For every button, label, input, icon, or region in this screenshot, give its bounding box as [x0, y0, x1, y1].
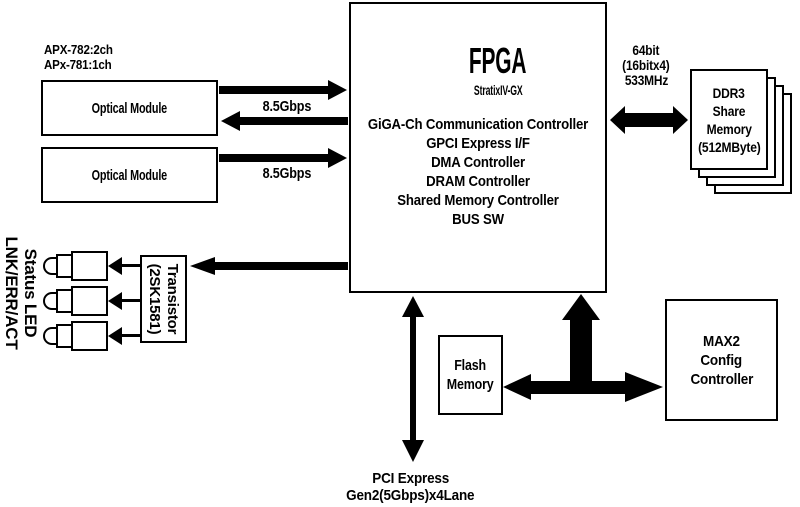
om1-tx-arrowhead-icon	[328, 80, 347, 100]
fpga-feature-line: GiGA-Ch Communication Controller	[367, 116, 589, 133]
fpga-feature-line: Shared Memory Controller	[397, 192, 559, 209]
ddr3-bus-arrow	[625, 113, 673, 127]
optical-module-1-box: Optical Module	[41, 80, 218, 136]
led1-body	[71, 251, 108, 281]
fpga-box: FPGA StratixIV-GX GiGA-Ch Communication …	[349, 2, 607, 293]
optical-module-2-label: Optical Module	[91, 166, 168, 184]
om1-rx-arrow	[240, 117, 348, 125]
config-bus-arrowhead-max2-icon	[625, 372, 663, 402]
fpga-feature-line: BUS SW	[452, 211, 504, 228]
optical-module-2-box: Optical Module	[41, 147, 218, 203]
pcie-arrowhead-up-icon	[402, 296, 424, 317]
flash-memory-box: Flash Memory	[438, 335, 503, 415]
transistor-box	[140, 255, 187, 343]
fpga-subtitle: StratixIV-GX	[473, 82, 523, 98]
led3-arrowhead-icon	[108, 327, 122, 345]
ddr3-bus-label: 64bit (16bitx4) 533MHz	[622, 42, 670, 88]
pcie-arrow	[410, 317, 416, 440]
ddr3-bus-arrowhead-right-icon	[673, 106, 688, 134]
model-caption: APX-782:2ch APx-781:1ch	[44, 42, 121, 72]
config-bus-arrowhead-flash-icon	[503, 374, 531, 400]
om2-tx-arrow	[219, 154, 328, 162]
config-bus-arrowhead-fpga-icon	[562, 294, 600, 320]
fpga-feature-line: DRAM Controller	[426, 173, 530, 190]
led2-body	[71, 286, 108, 316]
optical-module-1-label: Optical Module	[91, 99, 168, 117]
ddr3-memory-box: DDR3 Share Memory (512MByte)	[690, 69, 768, 170]
status-led-label: Status LED LNK/ERR/ACT	[2, 236, 40, 350]
ddr3-bus-arrowhead-left-icon	[610, 106, 625, 134]
config-bus-vertical	[570, 318, 592, 394]
led2-arrowhead-icon	[108, 292, 122, 310]
pcie-arrowhead-down-icon	[402, 440, 424, 462]
om2-tx-arrowhead-icon	[328, 148, 347, 168]
model-caption-line1: APX-782:2ch	[44, 42, 113, 57]
transistor-label: Transistor (2SK1581)	[146, 263, 181, 335]
om1-rate-label: 8.5Gbps	[262, 98, 312, 115]
pcie-label: PCI Express Gen2(5Gbps)x4Lane	[346, 470, 475, 504]
om1-tx-arrow	[219, 86, 328, 94]
fpga-transistor-arrow	[215, 262, 348, 270]
max2-config-controller-box: MAX2 Config Controller	[665, 299, 778, 421]
led1-arrow	[122, 264, 140, 267]
fpga-feature-line: DMA Controller	[431, 154, 525, 171]
led3-body	[71, 321, 108, 351]
led3-arrow	[122, 334, 140, 337]
model-caption-line2: APx-781:1ch	[44, 57, 112, 72]
led1-arrowhead-icon	[108, 257, 122, 275]
fpga-feature-line: GPCI Express I/F	[426, 135, 530, 152]
om2-rate-label: 8.5Gbps	[262, 165, 312, 182]
fpga-title: FPGA	[469, 40, 527, 81]
led2-arrow	[122, 299, 140, 302]
om1-rx-arrowhead-icon	[221, 111, 240, 131]
fpga-transistor-arrowhead-icon	[190, 257, 215, 275]
